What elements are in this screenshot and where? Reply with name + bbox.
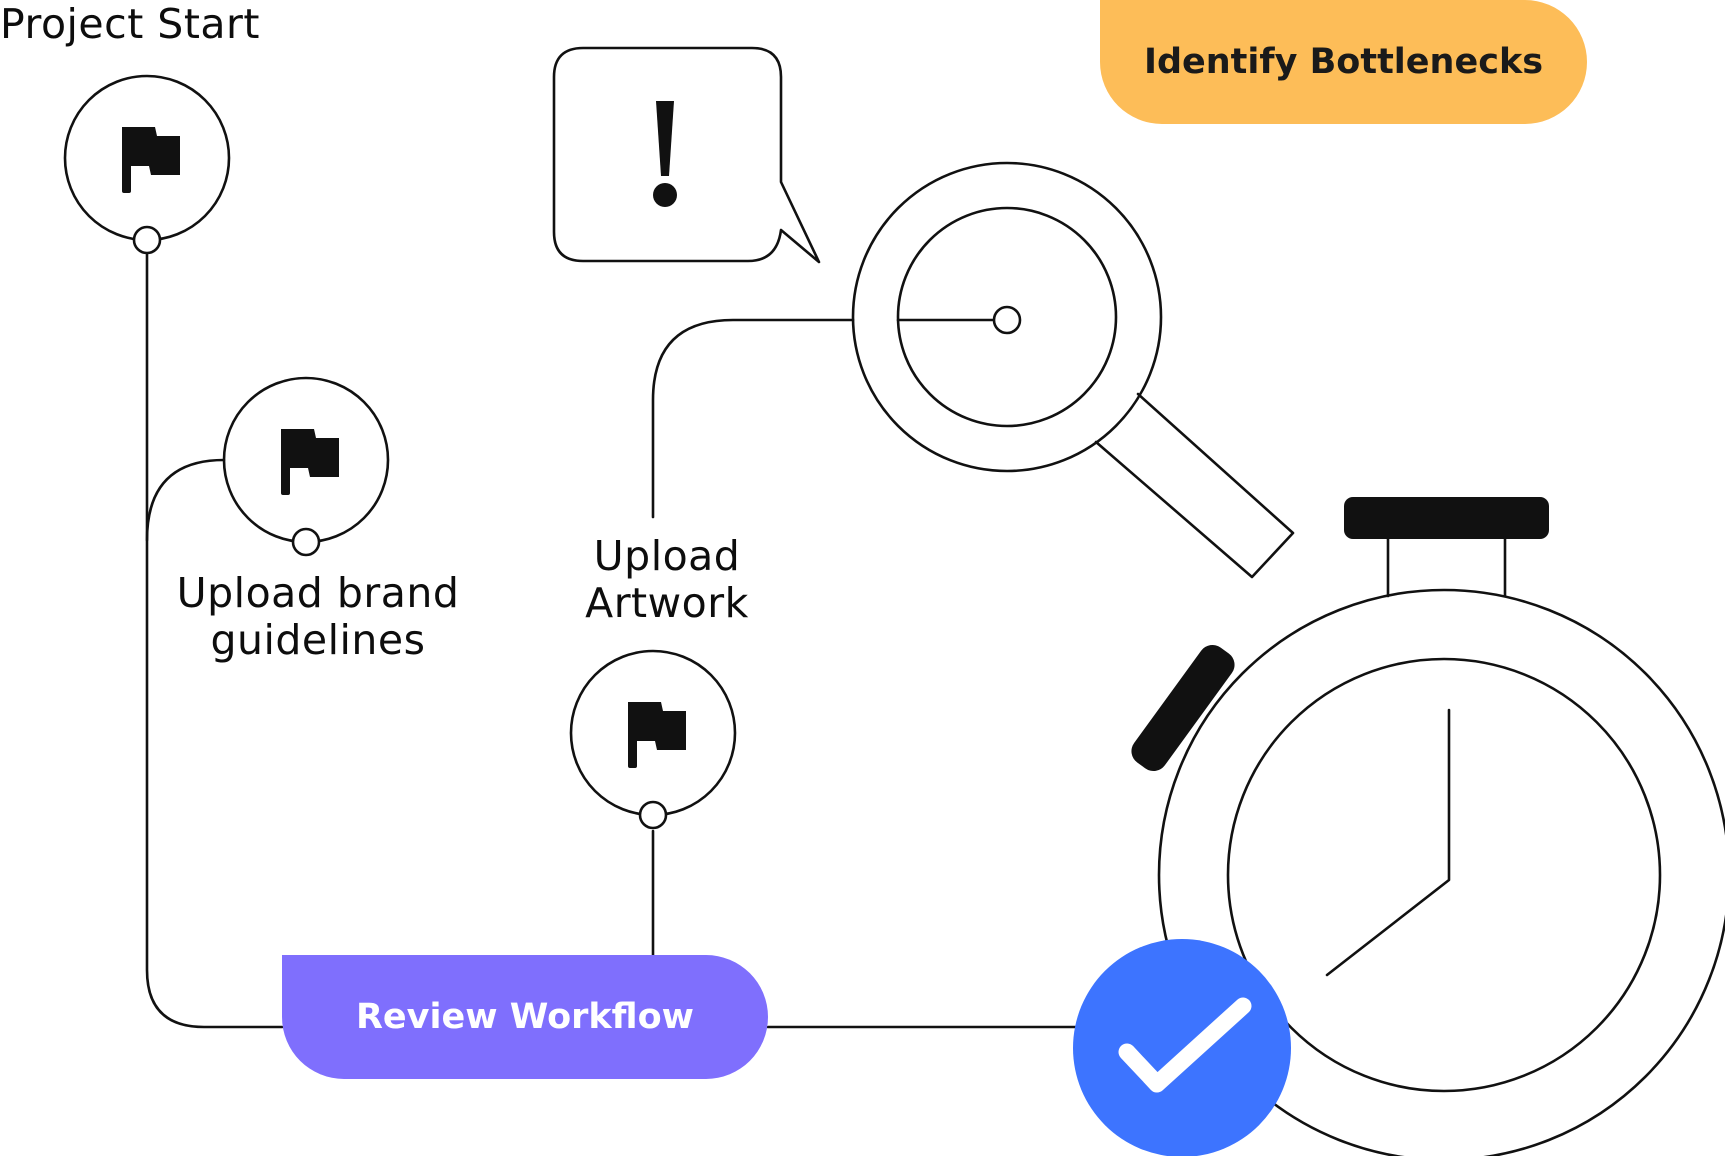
label-upload-artwork: Upload Artwork — [585, 532, 749, 627]
flag-icon-brand-guidelines — [281, 429, 339, 495]
stopwatch-face — [1226, 657, 1662, 1093]
check-circle — [1073, 939, 1291, 1156]
identify-bottlenecks-label: Identify Bottlenecks — [1143, 42, 1544, 82]
review-workflow-pill: Review Workflow — [282, 955, 768, 1079]
exclamation-dot-icon — [653, 183, 677, 207]
alert-speech-bubble — [552, 46, 821, 264]
exclamation-icon — [656, 101, 674, 176]
identify-bottlenecks-pill: Identify Bottlenecks — [1100, 0, 1587, 124]
checkmark-icon — [1118, 997, 1252, 1093]
flag-icon-artwork — [628, 702, 686, 768]
magnifier-inner-lens — [896, 206, 1118, 428]
node-artwork — [638, 800, 668, 830]
magnifier-handle — [1094, 392, 1295, 579]
connector-brand-branch — [145, 458, 226, 542]
node-brand-guidelines — [291, 527, 321, 557]
node-project-start — [132, 225, 162, 255]
stopwatch-body — [1157, 588, 1725, 1156]
connector-artwork-to-magnifier — [651, 318, 855, 519]
node-magnifier — [992, 305, 1022, 335]
magnifier-outer-ring — [851, 161, 1163, 473]
stopwatch-stem — [1386, 535, 1507, 598]
label-project-start: Project Start — [0, 0, 260, 48]
review-workflow-label: Review Workflow — [355, 997, 695, 1037]
stopwatch-top-button — [1344, 497, 1549, 539]
label-upload-brand-guidelines: Upload brand guidelines — [176, 569, 460, 664]
flag-icon-project-start — [122, 127, 180, 193]
stopwatch-side-button — [1131, 644, 1235, 772]
connector-main-line — [145, 250, 284, 1029]
stopwatch-hands — [1325, 708, 1451, 977]
